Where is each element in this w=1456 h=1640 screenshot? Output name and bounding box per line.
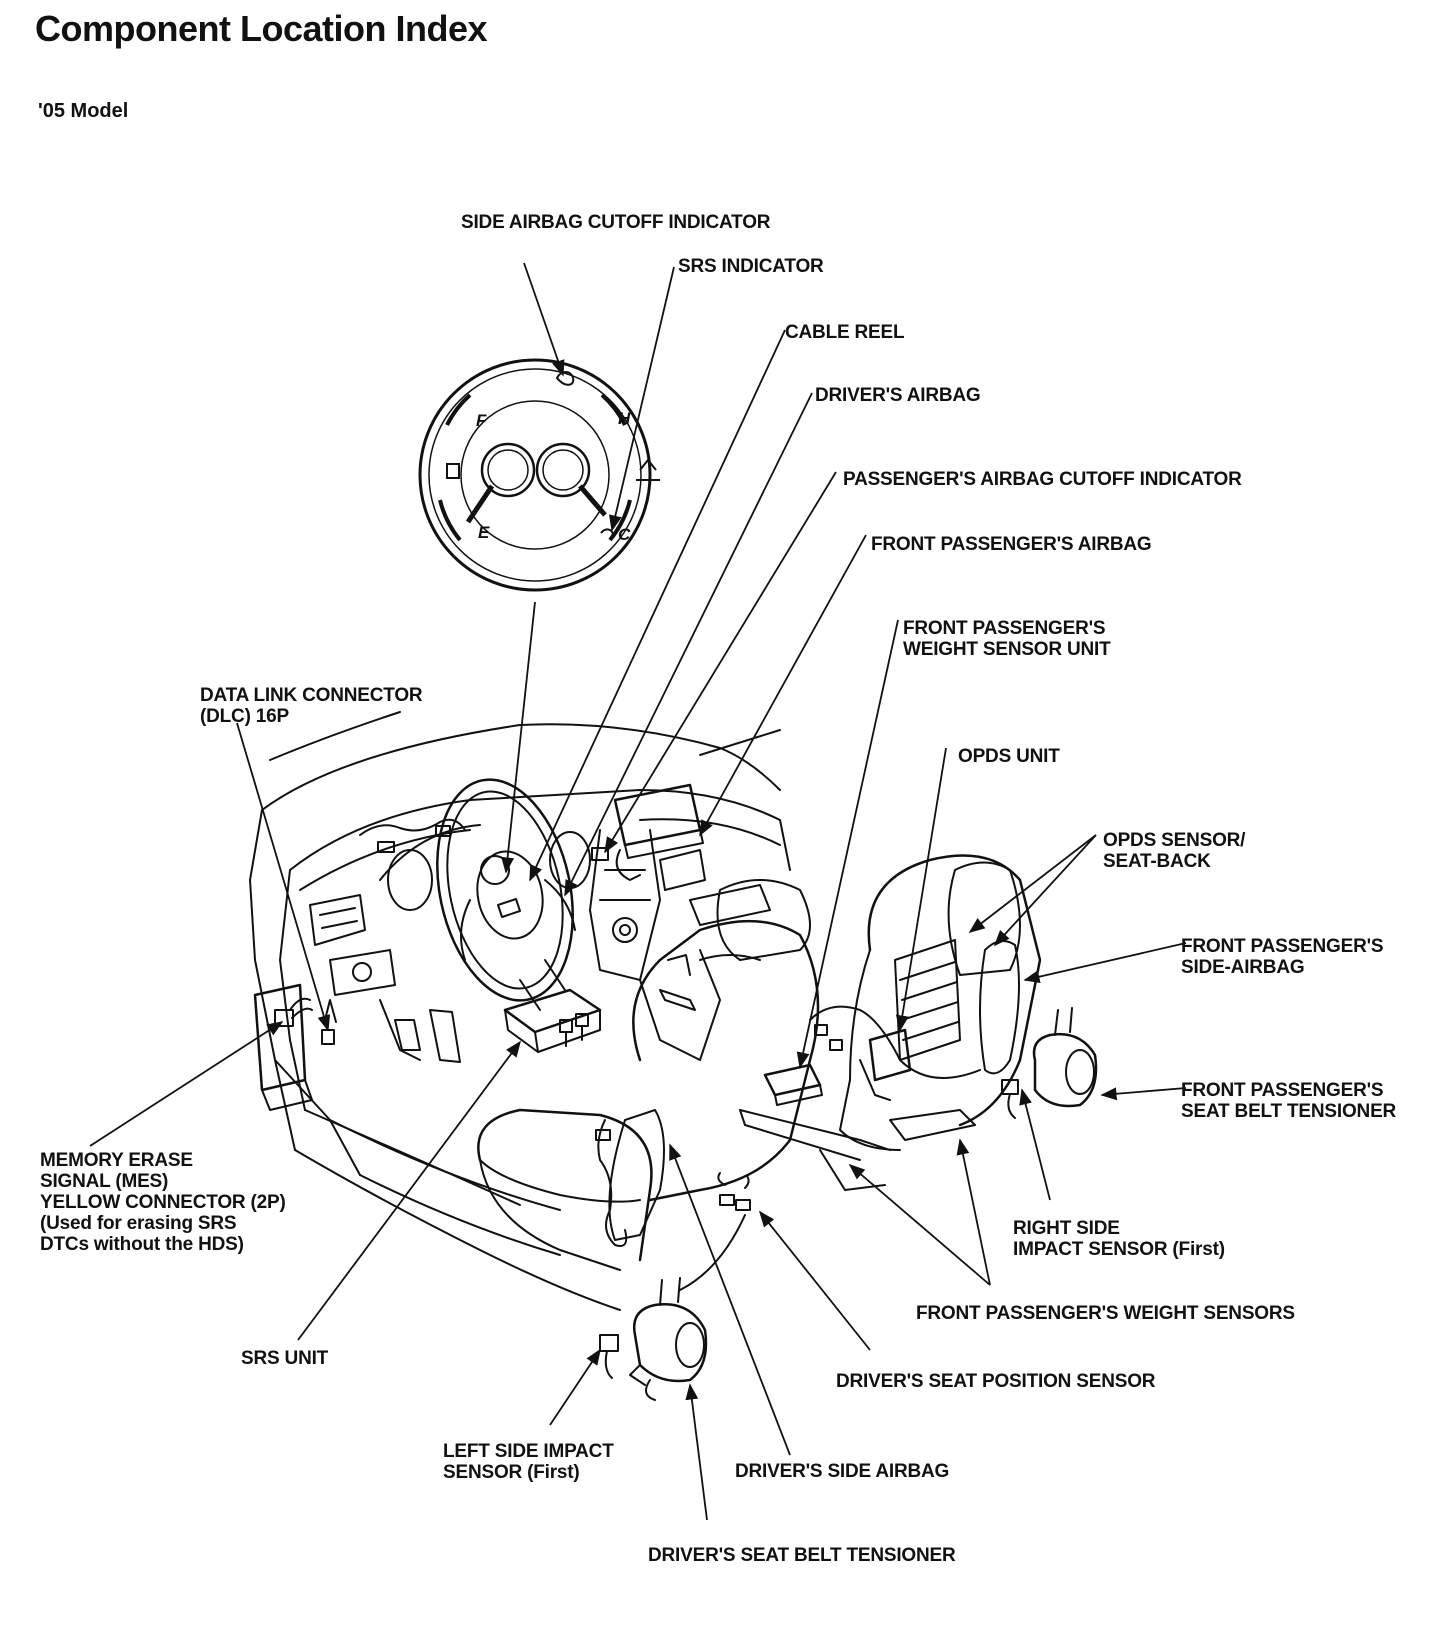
label-front-passengers-airbag: FRONT PASSENGER'S AIRBAG [871,534,1152,555]
leader-lines [89,262,1187,1521]
label-drivers-airbag: DRIVER'S AIRBAG [815,385,981,406]
label-front-passengers-seat-belt-tensioner: FRONT PASSENGER'S SEAT BELT TENSIONER [1181,1080,1397,1122]
label-side-airbag-cutoff-indicator: SIDE AIRBAG CUTOFF INDICATOR [461,212,771,233]
gauge-cluster [418,358,660,592]
label-opds-unit: OPDS UNIT [958,746,1060,767]
label-cable-reel: CABLE REEL [785,322,905,343]
label-drivers-seat-belt-tensioner: DRIVER'S SEAT BELT TENSIONER [648,1545,956,1566]
car-interior-illustration [249,711,1098,1401]
label-front-passengers-weight-sensor-unit: FRONT PASSENGER'S WEIGHT SENSOR UNIT [903,618,1111,660]
label-left-side-impact-sensor: LEFT SIDE IMPACT SENSOR (First) [443,1441,614,1483]
label-data-link-connector: DATA LINK CONNECTOR (DLC) 16P [200,685,423,727]
label-right-side-impact-sensor: RIGHT SIDE IMPACT SENSOR (First) [1013,1218,1225,1260]
label-srs-unit: SRS UNIT [241,1348,329,1369]
model-label: '05 Model [38,100,129,122]
gauge-c: C [618,525,631,544]
gauge-f: F [476,411,487,430]
label-drivers-side-airbag: DRIVER'S SIDE AIRBAG [735,1461,950,1482]
page-title: Component Location Index [35,8,488,49]
label-drivers-seat-position-sensor: DRIVER'S SEAT POSITION SENSOR [836,1371,1156,1392]
label-passengers-airbag-cutoff-indicator: PASSENGER'S AIRBAG CUTOFF INDICATOR [843,469,1242,490]
label-memory-erase-signal: MEMORY ERASE SIGNAL (MES) YELLOW CONNECT… [40,1150,286,1255]
label-front-passengers-weight-sensors: FRONT PASSENGER'S WEIGHT SENSORS [916,1303,1295,1324]
label-srs-indicator: SRS INDICATOR [678,256,824,277]
gauge-e: E [478,523,490,542]
label-opds-sensor-seat-back: OPDS SENSOR/ SEAT-BACK [1103,830,1246,872]
gauge-h: H [618,409,631,428]
label-front-passengers-side-airbag: FRONT PASSENGER'S SIDE-AIRBAG [1181,936,1384,978]
